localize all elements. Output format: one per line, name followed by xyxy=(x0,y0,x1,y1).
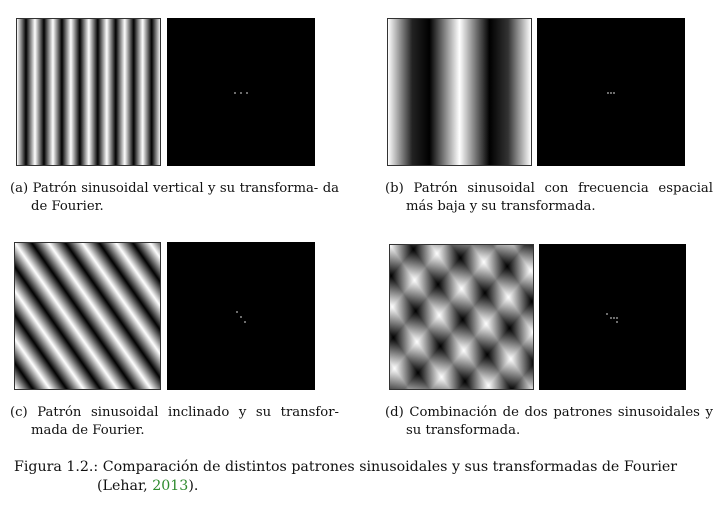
panel-b-pattern xyxy=(387,18,532,166)
spectrum-peak xyxy=(606,313,608,315)
panel-d-pattern xyxy=(389,244,534,390)
spectrum-peak xyxy=(244,321,246,323)
citation-close: ). xyxy=(188,478,199,494)
panel-a-spectrum xyxy=(167,18,315,166)
spectrum-peak xyxy=(234,92,236,94)
spectrum-peak xyxy=(607,92,609,94)
spectrum-peak xyxy=(236,311,238,313)
spectrum-peak xyxy=(613,317,615,319)
figure-caption-text: Comparación de distintos patrones sinuso… xyxy=(102,459,678,475)
spectrum-peak xyxy=(616,321,618,323)
citation-open: (Lehar, xyxy=(97,478,153,494)
spectrum-peak xyxy=(610,92,612,94)
panel-c-pattern xyxy=(14,242,161,390)
figure-label: Figura 1.2.: xyxy=(14,459,99,475)
panel-c-caption: (c) Patrón sinusoidal inclinado y su tra… xyxy=(10,405,339,438)
panel-d-spectrum xyxy=(539,244,686,390)
panel-b-spectrum xyxy=(537,18,685,166)
panel-a-caption: (a) Patrón sinusoidal vertical y su tran… xyxy=(10,181,339,214)
panel-d-caption: (d) Combinación de dos patrones sinusoid… xyxy=(385,405,713,438)
spectrum-peak xyxy=(246,92,248,94)
citation-year-link[interactable]: 2013 xyxy=(152,478,189,494)
spectrum-peak xyxy=(240,92,242,94)
spectrum-peak xyxy=(240,316,242,318)
panel-a-pattern xyxy=(16,18,161,166)
spectrum-peak xyxy=(610,317,612,319)
spectrum-peak xyxy=(613,92,615,94)
figure-caption: Figura 1.2.: Comparación de distintos pa… xyxy=(14,458,694,496)
panel-c-spectrum xyxy=(167,242,315,390)
spectrum-peak xyxy=(616,317,618,319)
panel-b-caption: (b) Patrón sinusoidal con frecuencia esp… xyxy=(385,181,713,214)
